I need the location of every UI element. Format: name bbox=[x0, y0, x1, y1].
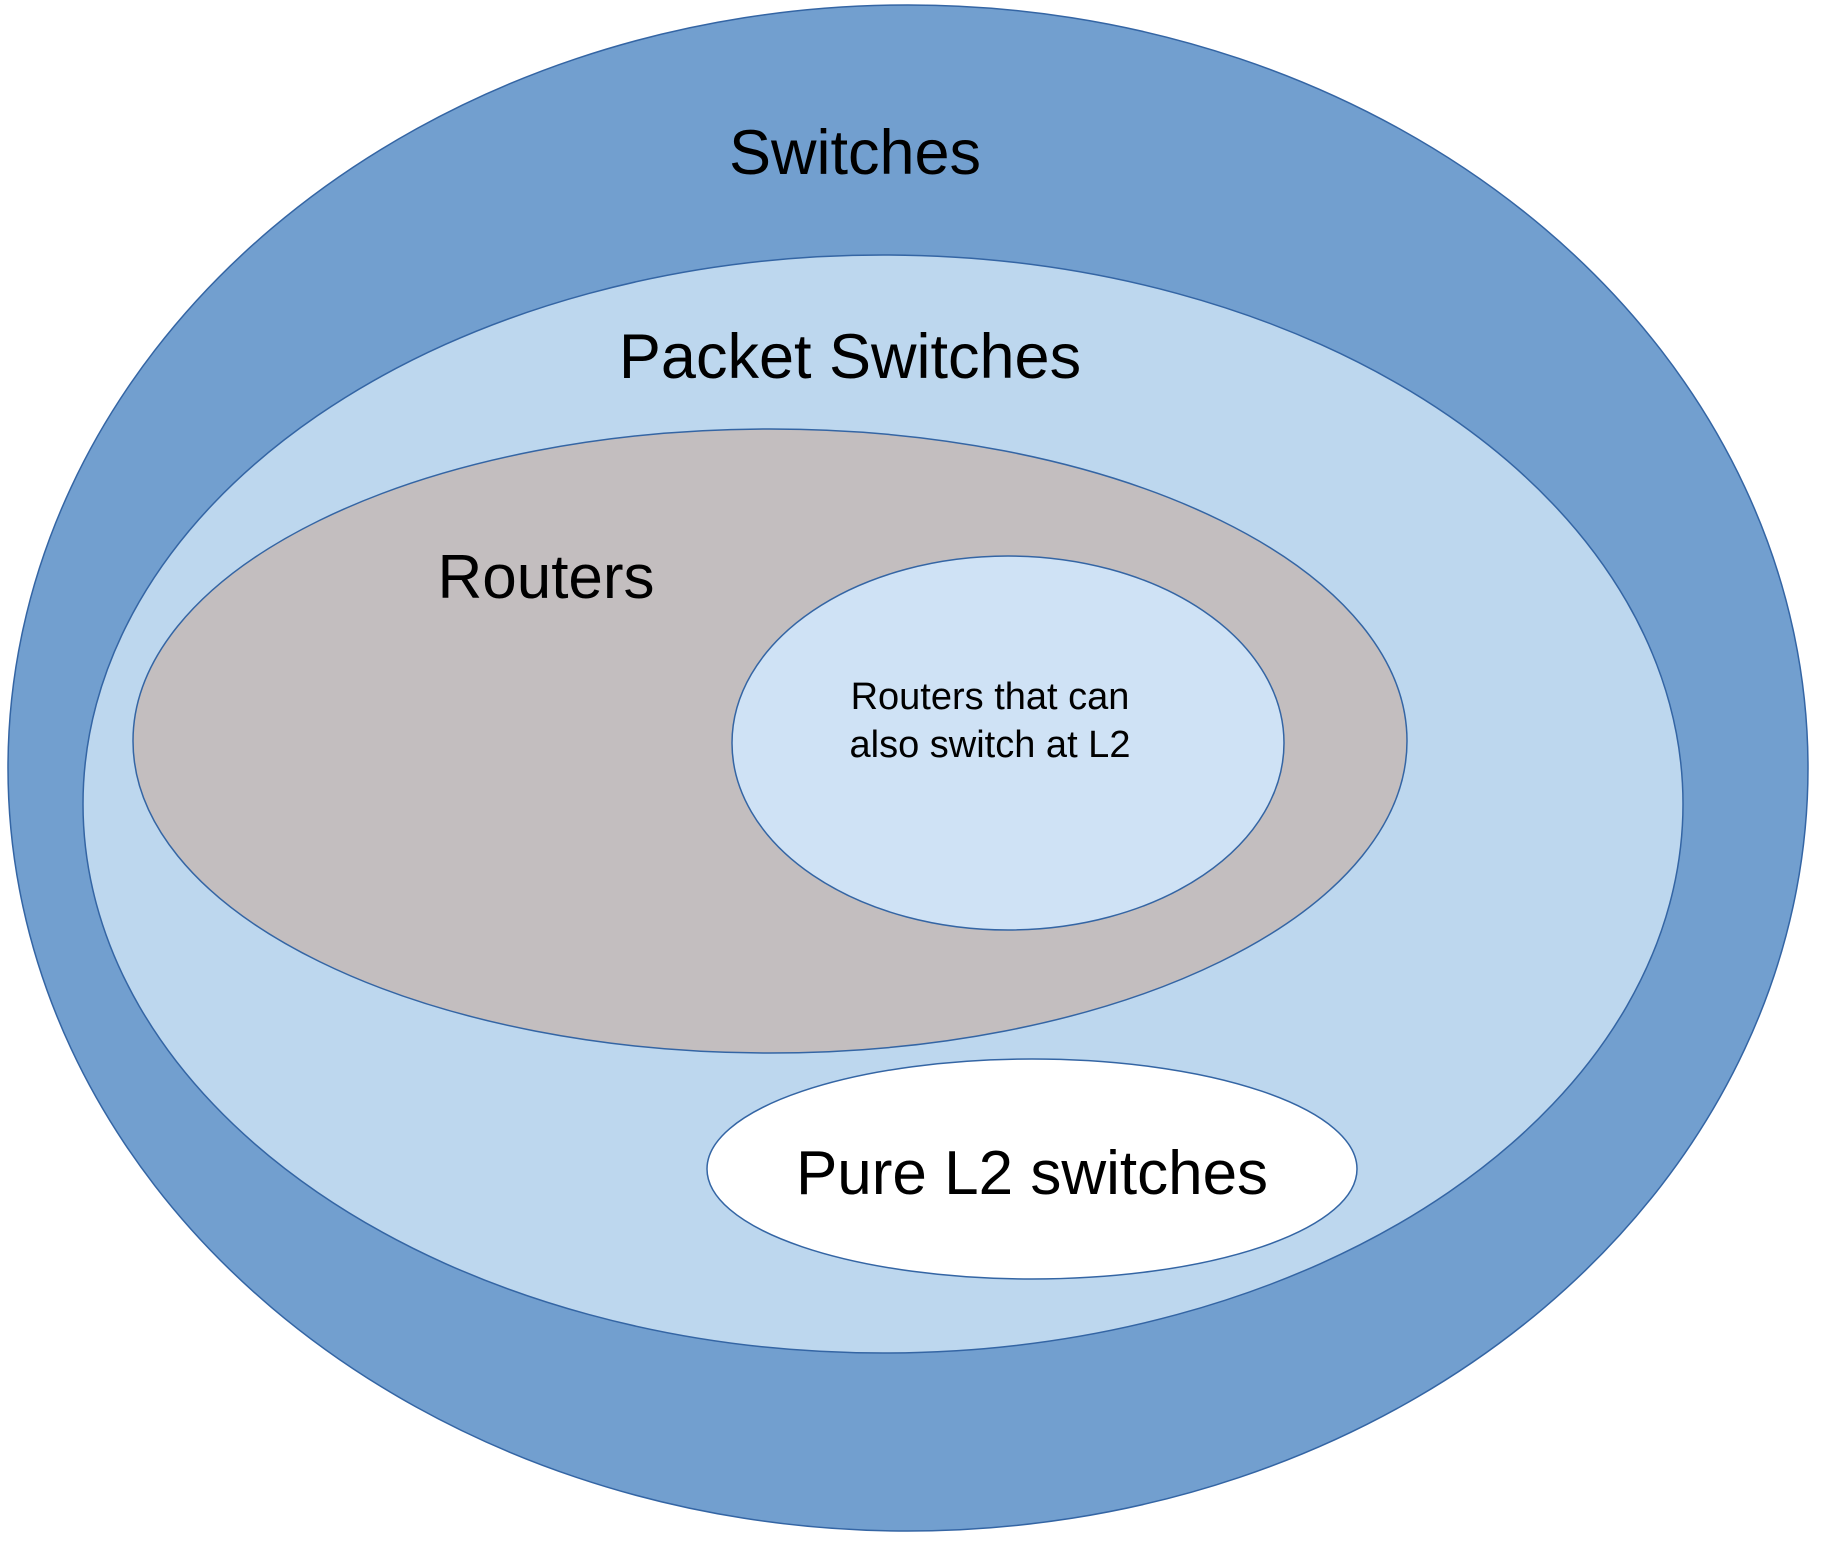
packet-switches-label: Packet Switches bbox=[619, 322, 1081, 392]
switches-label: Switches bbox=[729, 118, 981, 188]
pure-l2-switches-set bbox=[706, 1058, 1358, 1280]
routers-l2-label-line-2: also switch at L2 bbox=[850, 724, 1131, 766]
routers-l2-label-line-1: Routers that can bbox=[851, 676, 1130, 718]
pure-l2-switches-label: Pure L2 switches bbox=[796, 1139, 1268, 1208]
routers-label: Routers bbox=[437, 543, 654, 612]
routers-l2-set bbox=[731, 555, 1285, 931]
